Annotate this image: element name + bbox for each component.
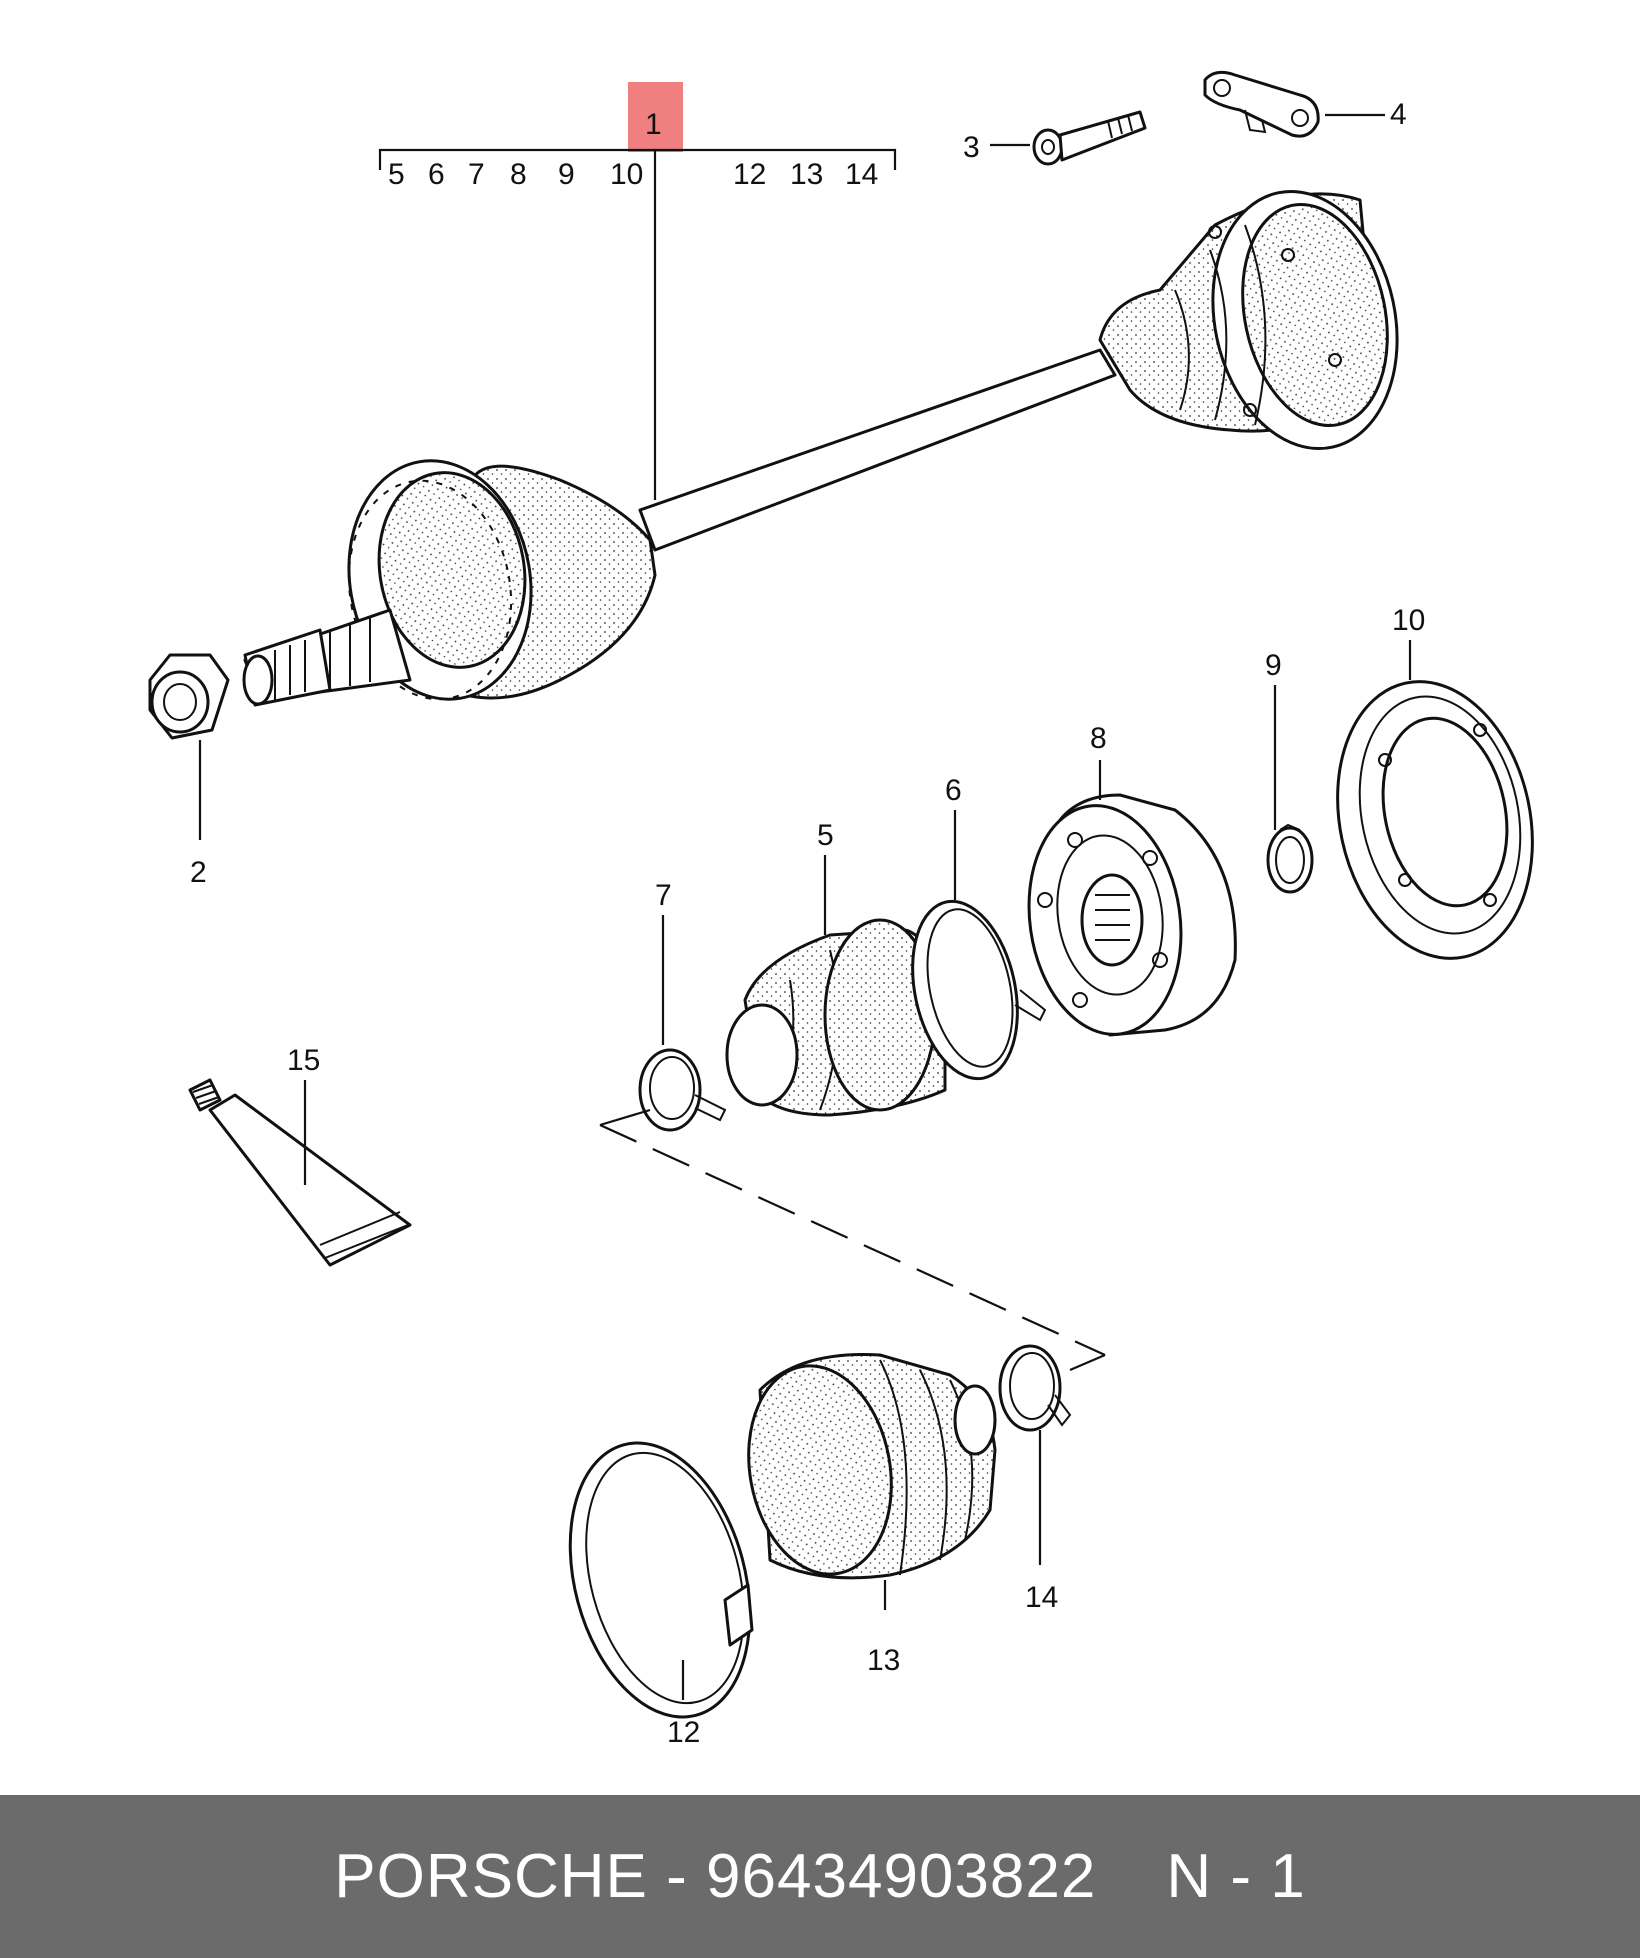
circlip [1266, 685, 1314, 894]
bracket-item-10: 10 [610, 158, 643, 191]
callout-9[interactable]: 9 [1265, 649, 1282, 682]
bracket-item-14: 14 [845, 158, 878, 191]
bracket-item-13: 13 [790, 158, 823, 191]
boot-inner [725, 855, 947, 1117]
callout-1[interactable]: 1 [645, 108, 662, 141]
cv-joint [1027, 760, 1237, 1037]
callout-2[interactable]: 2 [190, 856, 207, 889]
callout-15[interactable]: 15 [287, 1044, 320, 1077]
bracket-item-9: 9 [558, 158, 575, 191]
callout-12[interactable]: 12 [667, 1716, 700, 1749]
callout-4[interactable]: 4 [1390, 98, 1407, 131]
bracket-item-7: 7 [468, 158, 485, 191]
clamp-band-14 [998, 1344, 1072, 1565]
hex-nut [148, 653, 230, 840]
footer-bar: PORSCHE - 96434903822 N - 1 [0, 1795, 1640, 1958]
callout-8[interactable]: 8 [1090, 722, 1107, 755]
callout-6[interactable]: 6 [945, 774, 962, 807]
boot-outer [747, 1352, 997, 1610]
callout-7[interactable]: 7 [655, 879, 672, 912]
callout-5[interactable]: 5 [817, 819, 834, 852]
bracket-item-12: 12 [733, 158, 766, 191]
drive-shaft-assembly [242, 189, 1399, 707]
footer-page-ref: N - 1 [1166, 1842, 1306, 1911]
callout-14[interactable]: 14 [1025, 1581, 1058, 1614]
clamp-band-6 [911, 810, 1047, 1081]
callout-13[interactable]: 13 [867, 1644, 900, 1677]
bolt [990, 110, 1147, 166]
callout-3[interactable]: 3 [963, 131, 980, 164]
footer-brand: PORSCHE [334, 1842, 648, 1911]
clamp-band-12 [568, 1441, 754, 1719]
lock-plate [1203, 70, 1385, 138]
footer-part-number: 96434903822 [706, 1842, 1097, 1911]
grease-tube [188, 1078, 412, 1267]
group-dashed-lines [599, 1108, 1106, 1372]
bracket-item-6: 6 [428, 158, 445, 191]
highlight-part-1 [628, 82, 683, 152]
footer-separator: - [666, 1842, 688, 1911]
callout-10[interactable]: 10 [1392, 604, 1425, 637]
seal-plate [1336, 640, 1534, 960]
bracket-item-5: 5 [388, 158, 405, 191]
bracket-item-8: 8 [510, 158, 527, 191]
bracket-part-1 [378, 148, 897, 500]
clamp-band-7 [638, 915, 727, 1132]
